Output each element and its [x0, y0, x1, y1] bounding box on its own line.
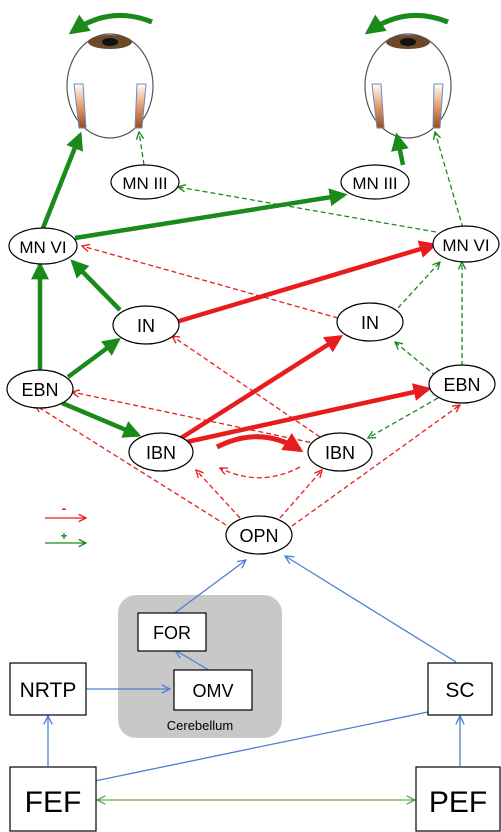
node-ebn-right: EBN	[428, 364, 496, 404]
svg-text:OMV: OMV	[192, 681, 233, 701]
svg-text:MN VI: MN VI	[19, 238, 66, 257]
node-pef: PEF	[415, 766, 501, 832]
opn-to-ebn-r	[291, 405, 460, 527]
ebn-r-to-ibn-r	[368, 397, 439, 438]
svg-text:IBN: IBN	[146, 443, 176, 463]
mn3l-to-left-medial	[139, 132, 145, 166]
svg-text:OPN: OPN	[239, 526, 278, 546]
legend-inhibitory-sign: -	[62, 500, 67, 516]
muscle-right-lateral	[371, 83, 385, 129]
ibn-r-to-in-l	[172, 336, 321, 438]
node-mn6-right: MN VI	[432, 225, 500, 263]
node-opn: OPN	[225, 515, 293, 555]
in-r-to-mn6r	[397, 262, 440, 309]
svg-text:MN III: MN III	[122, 174, 167, 193]
svg-text:IBN: IBN	[325, 443, 355, 463]
svg-text:MN III: MN III	[352, 174, 397, 193]
node-in-left: IN	[112, 305, 180, 345]
excitatory-strong-connections	[31, 131, 409, 438]
svg-text:EBN: EBN	[21, 380, 58, 400]
sc-to-opn	[285, 556, 457, 663]
inhibitory-weak-connections	[35, 246, 460, 527]
svg-text:MN VI: MN VI	[442, 236, 489, 255]
ibn-l-to-ibn-r-loop	[215, 433, 304, 453]
pathway-connections	[48, 556, 460, 783]
ibn-r-to-ibn-l-loop	[220, 466, 301, 479]
node-in-right: IN	[336, 302, 404, 342]
ibn-r-to-ebn-l	[72, 392, 319, 445]
ibn-l-to-ebn-r	[181, 383, 432, 446]
svg-text:EBN: EBN	[443, 375, 480, 395]
node-for: FOR	[137, 612, 207, 652]
ebn-r-to-in-r	[395, 342, 437, 377]
omv-to-for	[175, 650, 213, 673]
mn6l-to-left-lateral	[40, 131, 84, 229]
ebn-l-to-in-l	[66, 337, 121, 379]
node-ibn-left: IBN	[128, 432, 194, 472]
ebn-l-to-ibn-l	[61, 400, 142, 438]
svg-text:IN: IN	[361, 313, 379, 333]
in-l-to-mn6r	[175, 240, 438, 325]
node-ibn-right: IBN	[307, 432, 373, 472]
node-ebn-left: EBN	[6, 369, 74, 409]
muscle-right-medial	[432, 83, 444, 129]
legend: - +	[45, 500, 86, 543]
mn6r-to-mn3l	[178, 187, 437, 233]
node-omv: OMV	[173, 669, 253, 711]
svg-text:PEF: PEF	[429, 786, 487, 819]
rotation-arrow-right-eye	[364, 12, 449, 35]
node-mn6-left: MN VI	[8, 227, 78, 265]
opn-to-ebn-l	[35, 405, 227, 526]
fef-to-sc	[89, 707, 452, 783]
excitatory-weak-connections	[139, 132, 463, 438]
svg-text:IN: IN	[137, 316, 155, 336]
in-l-to-mn6l	[70, 259, 122, 312]
opn-to-ibn-r	[279, 470, 322, 519]
for-to-opn	[171, 560, 246, 616]
node-mn3-right: MN III	[340, 164, 410, 200]
rotation-arrow-left-eye	[68, 12, 153, 35]
legend-excitatory-sign: +	[60, 529, 67, 543]
in-r-to-mn6l	[82, 246, 339, 319]
mn6l-to-mn3r	[74, 188, 348, 241]
mn3r-to-right-medial	[391, 132, 409, 166]
mn6r-to-right-lateral	[435, 132, 464, 229]
node-sc: SC	[427, 662, 493, 716]
svg-text:NRTP: NRTP	[20, 679, 77, 702]
svg-text:FOR: FOR	[153, 623, 191, 643]
right-eye	[364, 12, 452, 139]
node-mn3-left: MN III	[110, 164, 180, 200]
node-fef: FEF	[9, 766, 97, 832]
node-nrtp: NRTP	[9, 662, 87, 716]
muscle-left-lateral	[73, 83, 87, 129]
left-eye	[66, 12, 154, 139]
cerebellum-label: Cerebellum	[167, 718, 233, 733]
ibn-l-to-in-r	[176, 335, 344, 442]
svg-text:SC: SC	[445, 679, 474, 702]
muscle-left-medial	[134, 83, 147, 129]
opn-to-ibn-l	[196, 470, 241, 519]
svg-text:FEF: FEF	[25, 786, 82, 819]
inhibitory-strong-connections	[175, 240, 438, 453]
